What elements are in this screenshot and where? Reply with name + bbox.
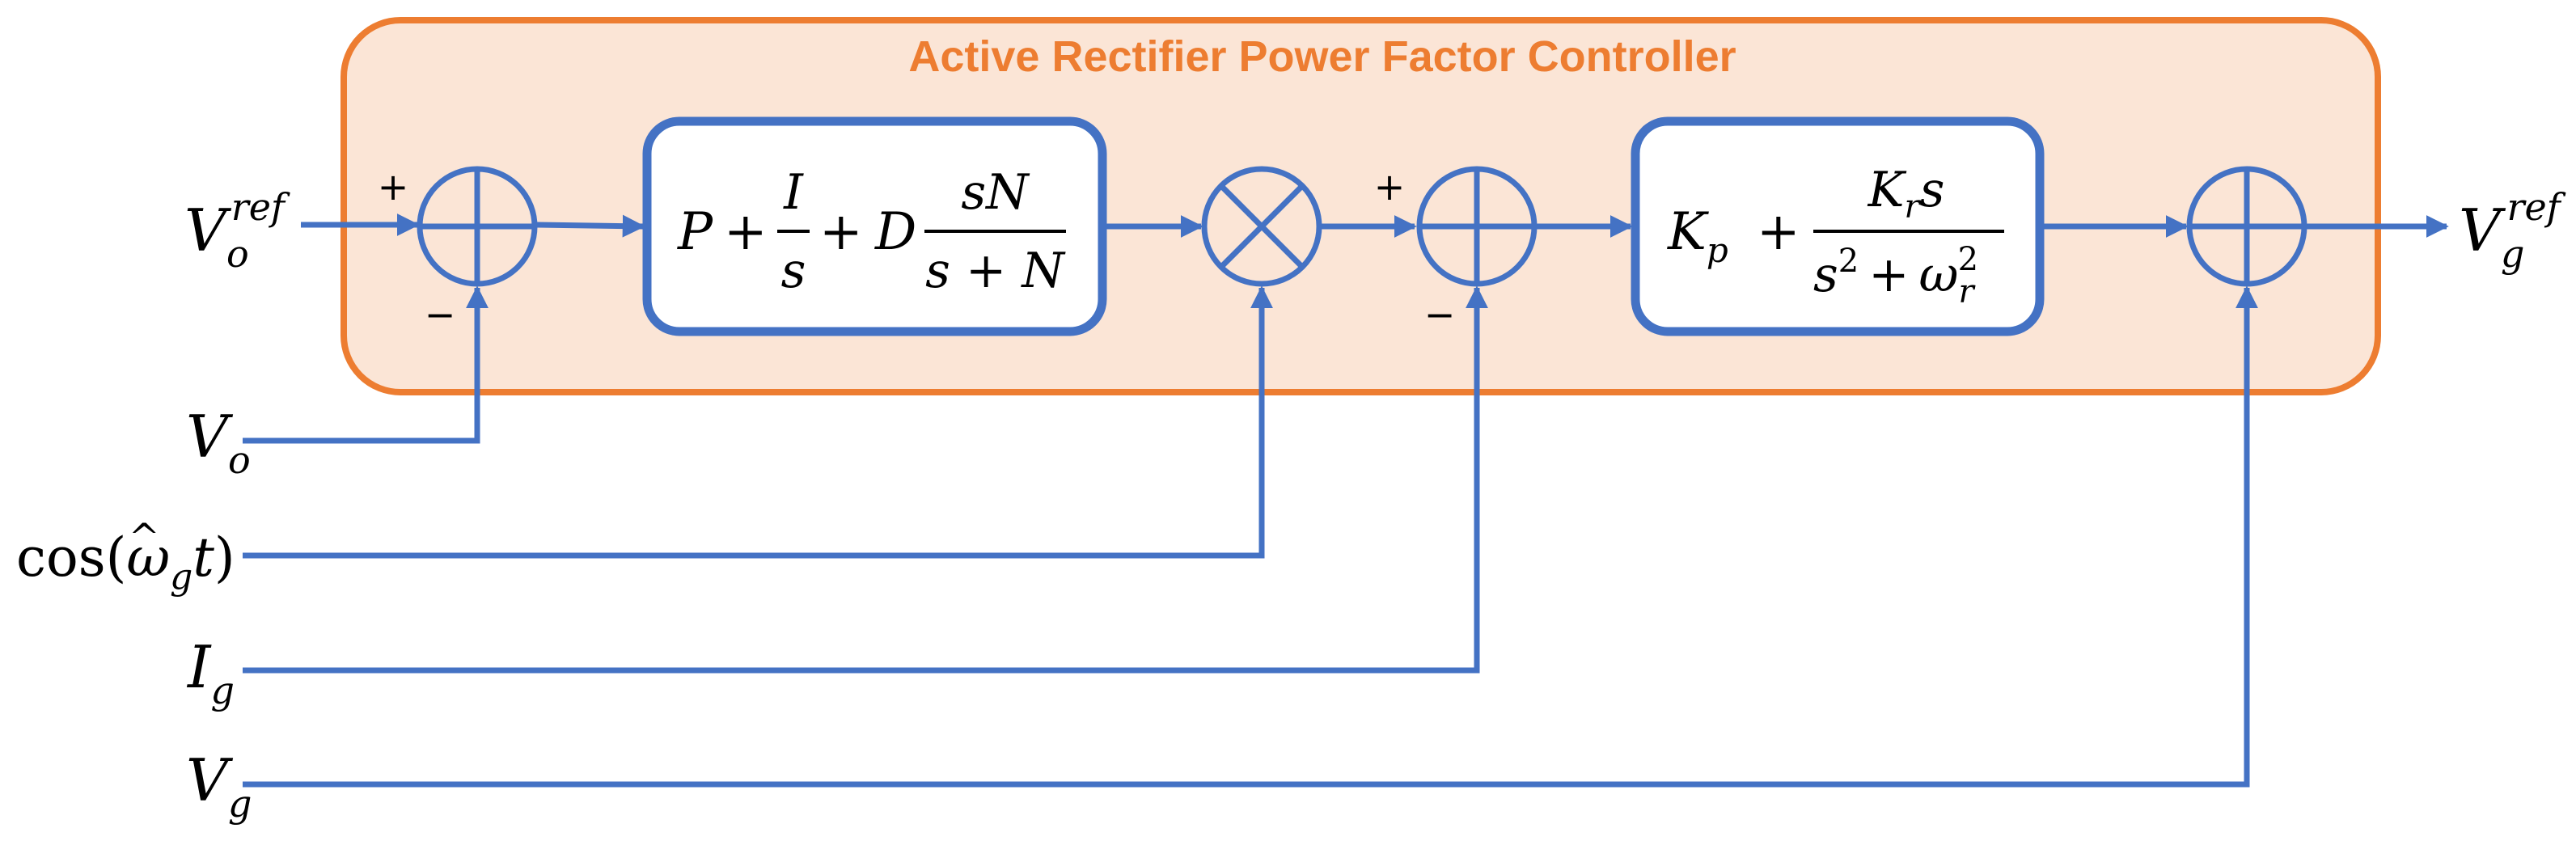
label-vg: Vg [186, 746, 252, 826]
sum-junction-1 [417, 166, 538, 287]
pid-block [642, 116, 1107, 336]
label-vg-ref: Vgref [2459, 185, 2566, 276]
wire-cos [243, 285, 1273, 559]
svg-text:s: s [781, 243, 806, 299]
wire-sum1-pid [536, 214, 645, 238]
sign-minus-1: − [425, 293, 456, 336]
label-cos: cos(ωgt) [16, 526, 235, 598]
pid-transfer-function: P + I s + D sN s + N [677, 164, 1066, 299]
svg-text:+: + [819, 202, 863, 262]
svg-text:s2+ωr2: s2+ωr2 [1813, 241, 1978, 311]
pr-block [1631, 116, 2045, 336]
label-vo-ref: Voref [184, 185, 290, 276]
svg-text:D: D [874, 202, 916, 262]
svg-text:sN: sN [961, 164, 1030, 221]
sum-junction-2 [1416, 166, 1538, 287]
sum-junction-3 [2186, 166, 2307, 287]
sign-plus-1: + [378, 165, 409, 209]
wire-vg [243, 285, 2258, 788]
svg-text:P: P [677, 202, 713, 262]
label-cos-hat: ^ [129, 515, 160, 559]
sign-plus-2: + [1374, 165, 1406, 209]
pr-transfer-function: Kp + Krs s2+ωr2 [1667, 162, 2004, 311]
svg-text:Krs: Krs [1867, 162, 1945, 226]
label-ig: Ig [186, 633, 235, 712]
wire-vo [243, 285, 489, 444]
svg-text:+: + [724, 202, 768, 262]
multiplier-icon [1201, 166, 1322, 287]
label-vo: Vo [186, 403, 251, 482]
sign-minus-2: − [1424, 293, 1456, 336]
svg-text:+: + [1757, 202, 1800, 262]
svg-text:I: I [783, 164, 804, 221]
wire-ig [243, 285, 1488, 674]
svg-text:Kp: Kp [1667, 202, 1728, 270]
controller-title: Active Rectifier Power Factor Controller [908, 32, 1736, 81]
svg-text:s + N: s + N [925, 243, 1066, 299]
